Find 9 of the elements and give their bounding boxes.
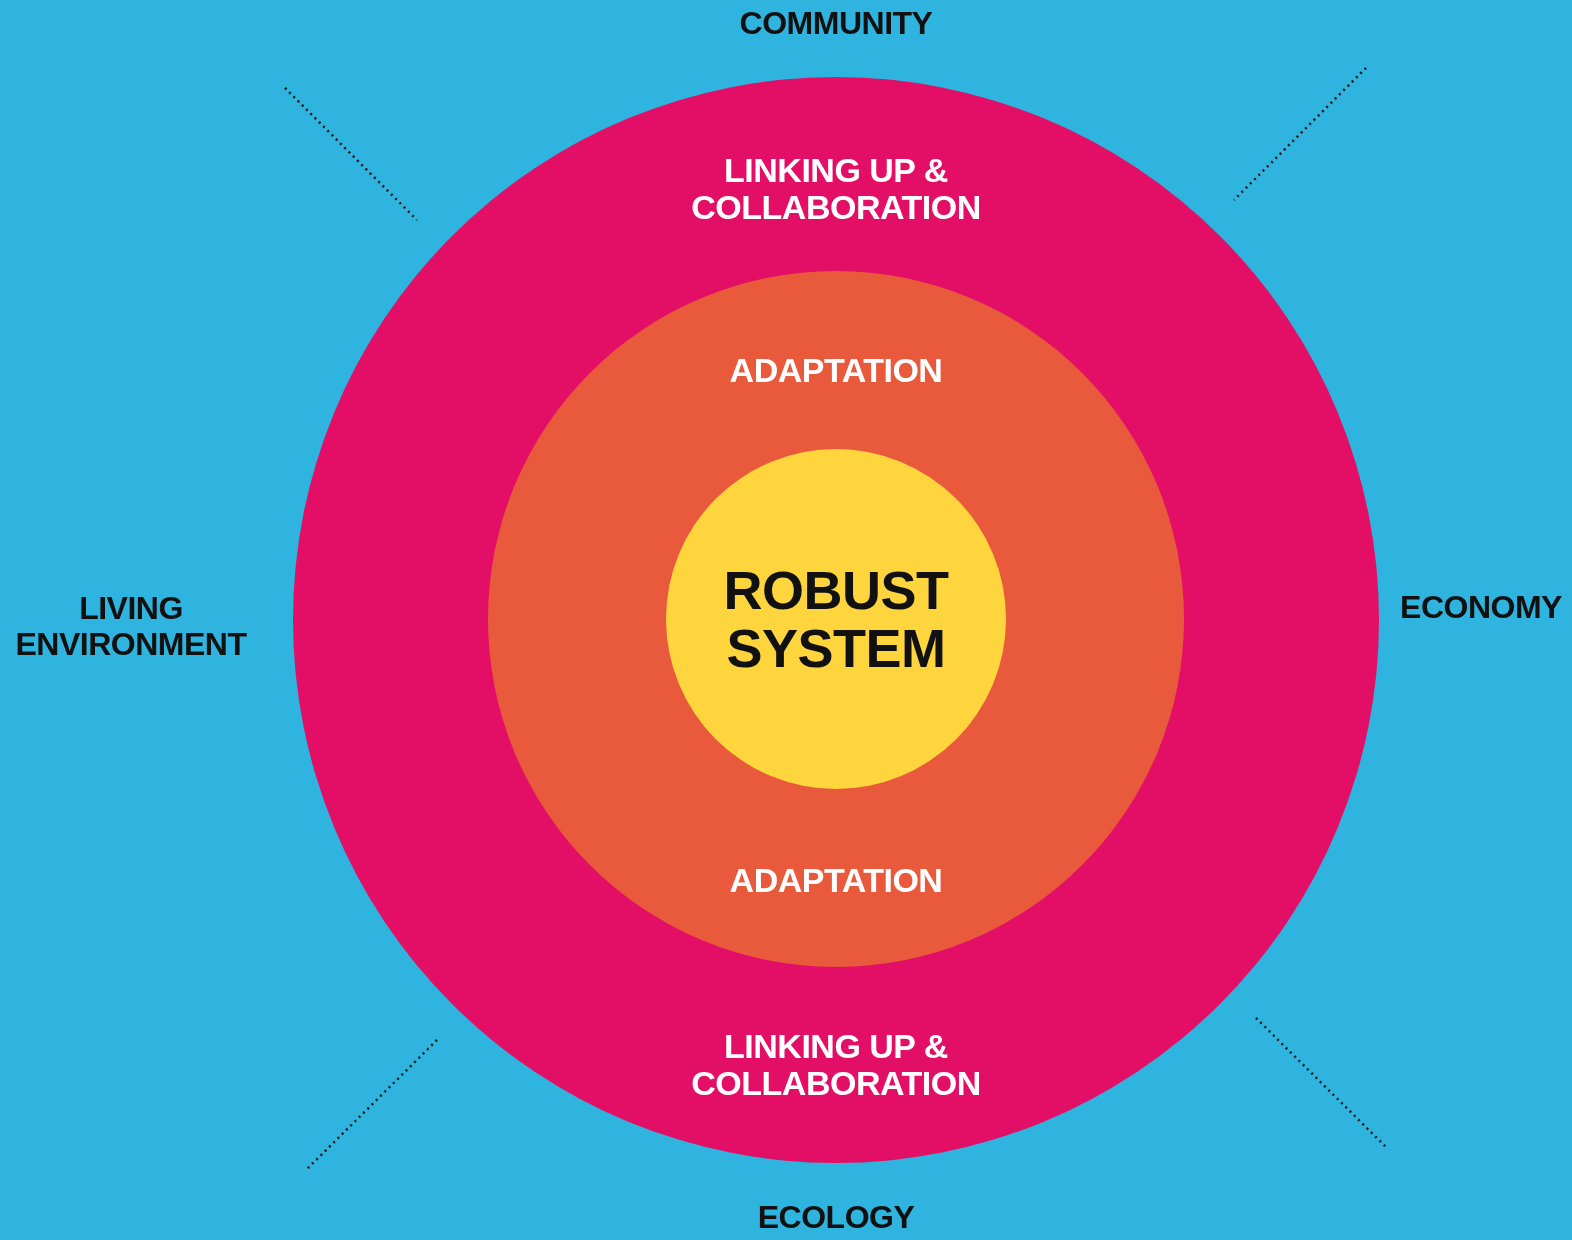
ring-label: ADAPTATION	[728, 351, 944, 389]
category-label: ECOLOGY	[756, 1200, 916, 1236]
ring-label: LINKING UP & COLLABORATION	[690, 1028, 982, 1102]
category-label: COMMUNITY	[738, 6, 934, 42]
category-label: ECONOMY	[1399, 590, 1563, 626]
category-label: LIVING ENVIRONMENT	[14, 591, 248, 663]
ring-label: ADAPTATION	[728, 861, 944, 899]
ring-label: LINKING UP & COLLABORATION	[690, 152, 982, 226]
ring-label: ROBUST SYSTEM	[722, 560, 950, 678]
